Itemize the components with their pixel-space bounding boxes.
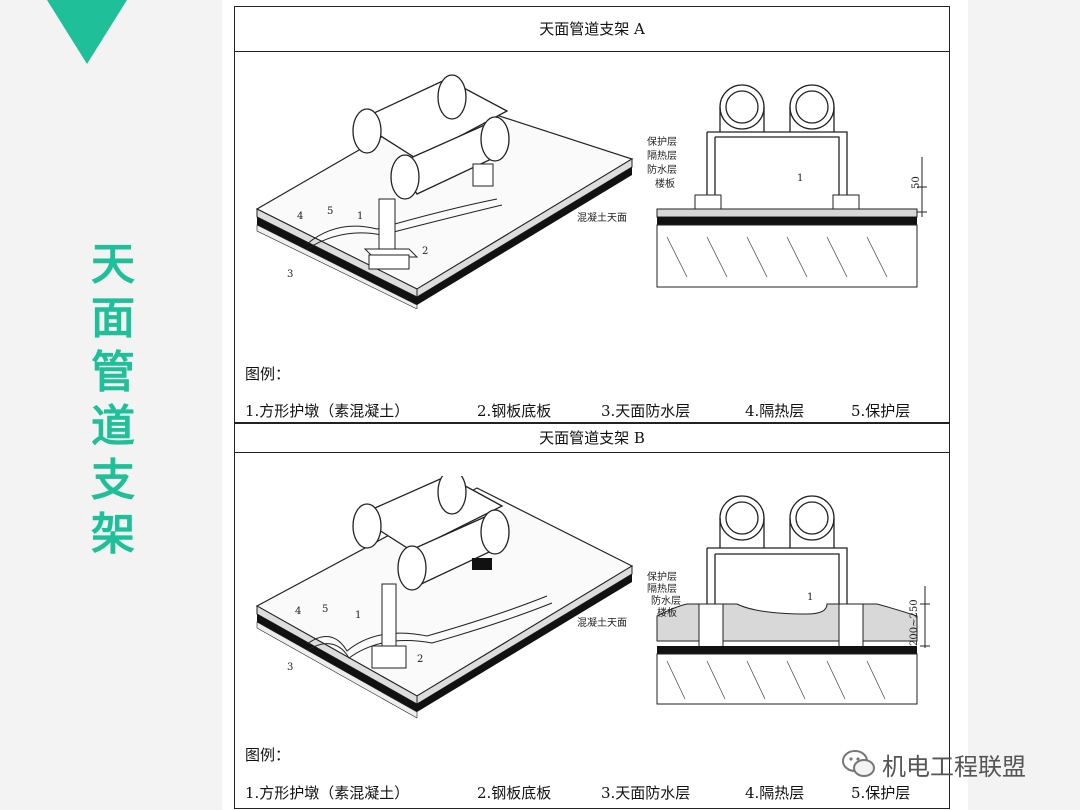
legend-item-insulation: 4.隔热层: [745, 784, 805, 802]
panel-b-title: 天面管道支架 B: [235, 424, 949, 453]
svg-text:1: 1: [357, 211, 363, 222]
svg-text:混凝土天面: 混凝土天面: [577, 616, 627, 629]
svg-text:1: 1: [807, 592, 813, 603]
panel-support-a: 天面管道支架 A 4 5 1 2 3 混凝土天面: [234, 6, 950, 423]
section-drawing-b: 200~250 1 保护层 隔热层 防水层 楼板: [647, 495, 930, 705]
svg-text:2: 2: [417, 654, 423, 665]
panel-b-legend-title: 图例：: [245, 746, 291, 764]
panel-support-b: 天面管道支架 B 4 5 1 2 3 混凝土天面: [234, 423, 950, 809]
legend-item-waterproof: 3.天面防水层: [601, 784, 691, 802]
legend-item-protection: 5.保护层: [851, 784, 911, 802]
isometric-drawing-b: 4 5 1 2 3 混凝土天面: [255, 476, 634, 719]
svg-text:50: 50: [911, 176, 922, 189]
vertical-title: 天面管道支架: [91, 239, 135, 560]
svg-text:5: 5: [322, 604, 328, 615]
svg-text:隔热层: 隔热层: [647, 149, 677, 162]
svg-text:4: 4: [297, 211, 303, 222]
svg-text:混凝土天面: 混凝土天面: [577, 211, 627, 224]
svg-text:1: 1: [355, 610, 361, 621]
legend-item-pier: 1.方形护墩（素混凝土）: [245, 784, 410, 802]
svg-text:5: 5: [327, 206, 333, 217]
svg-text:3: 3: [287, 662, 293, 673]
legend-item-insulation: 4.隔热层: [745, 402, 805, 420]
watermark: 机电工程联盟: [842, 746, 1062, 782]
legend-item-waterproof: 3.天面防水层: [601, 402, 691, 420]
svg-text:3: 3: [287, 269, 293, 280]
svg-text:保护层: 保护层: [647, 135, 677, 148]
svg-text:保护层: 保护层: [647, 570, 677, 583]
wechat-icon: [842, 750, 875, 777]
legend-item-base-plate: 2.钢板底板: [477, 402, 552, 420]
legend-item-protection: 5.保护层: [851, 402, 911, 420]
svg-text:防水层: 防水层: [651, 594, 681, 607]
svg-text:2: 2: [422, 246, 428, 257]
panel-a-title: 天面管道支架 A: [235, 7, 949, 52]
svg-text:楼板: 楼板: [655, 177, 675, 190]
watermark-text: 机电工程联盟: [882, 752, 1026, 781]
legend-item-pier: 1.方形护墩（素混凝土）: [245, 402, 410, 420]
svg-text:防水层: 防水层: [647, 163, 677, 176]
isometric-drawing-a: 4 5 1 2 3 混凝土天面: [255, 74, 634, 309]
corner-triangle-decoration: [47, 0, 127, 64]
svg-text:隔热层: 隔热层: [647, 582, 677, 595]
svg-text:200~250: 200~250: [909, 599, 920, 646]
svg-text:楼板: 楼板: [657, 606, 677, 619]
section-drawing-a: 50 1 保护层 隔热层 防水层 楼板: [647, 84, 927, 288]
panel-a-legend-title: 图例：: [245, 365, 291, 383]
svg-text:4: 4: [295, 606, 301, 617]
svg-text:1: 1: [797, 173, 803, 184]
legend-item-base-plate: 2.钢板底板: [477, 784, 552, 802]
